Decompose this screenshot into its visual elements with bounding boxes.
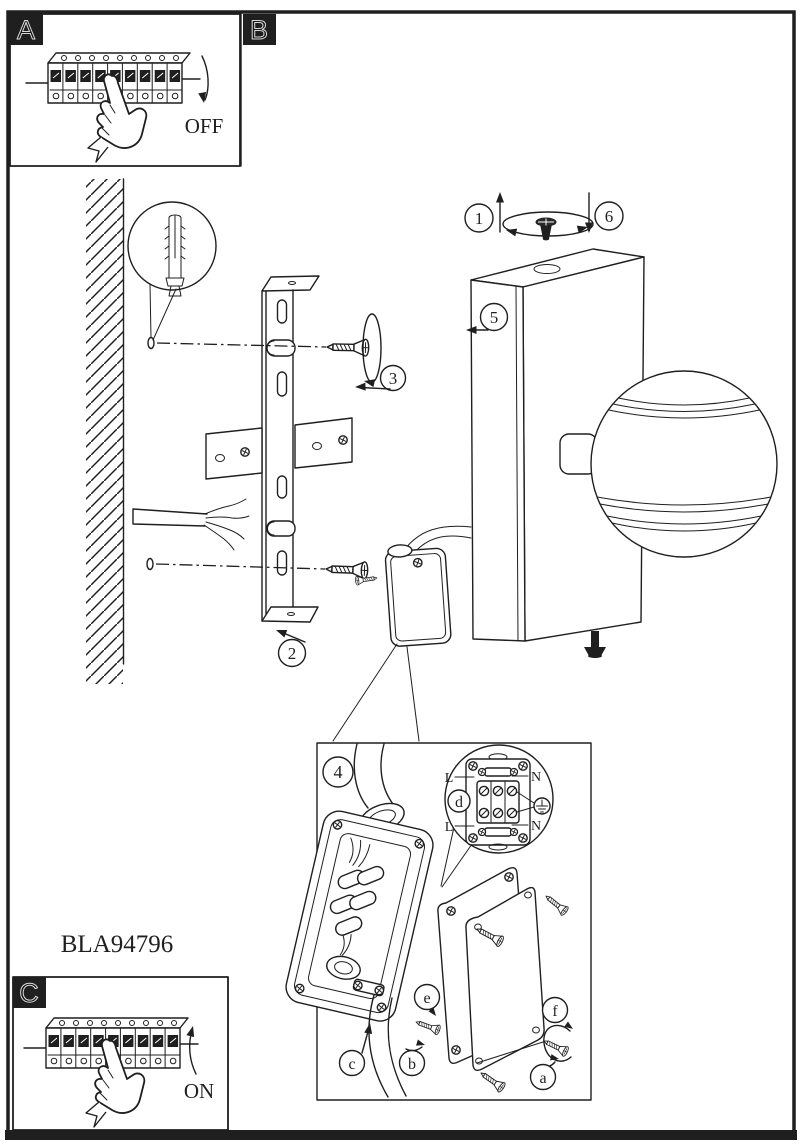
on-caption: ON <box>184 1079 214 1103</box>
wall-hatching <box>86 179 123 684</box>
substep-b: b <box>408 1056 416 1073</box>
top-screw-steps: 1 6 <box>464 192 624 241</box>
detail-leader-lines <box>332 643 420 742</box>
step-5-badge <box>479 302 509 332</box>
switch-off-arrow <box>201 55 209 101</box>
panel-c-tab <box>13 977 46 1008</box>
substep-e: e <box>423 990 430 1007</box>
countersunk-screw-top-view <box>535 217 557 241</box>
substep-a: a <box>539 1070 546 1087</box>
panel-c-power-on: C ON <box>12 976 229 1131</box>
panel-a-power-off: A OFF <box>9 13 241 167</box>
mounting-screw-bottom <box>155 559 369 580</box>
page-bottom-edge <box>5 1130 797 1140</box>
lamp-cable <box>404 525 472 554</box>
junction-box-closed <box>332 525 472 742</box>
step-2: 2 <box>288 644 297 663</box>
panel-b-label: B <box>250 15 268 45</box>
panel-a-tab <box>10 14 43 45</box>
terminal-label-N-bottom: N <box>531 819 541 834</box>
step-1: 1 <box>475 209 484 228</box>
terminal-screws <box>478 785 518 819</box>
model-number: BLA94796 <box>61 931 174 958</box>
magnifier-tail <box>149 283 177 341</box>
substep-d: d <box>455 794 463 811</box>
step-6-badge <box>594 201 624 231</box>
panel-a-label: A <box>17 15 35 45</box>
off-caption: OFF <box>185 114 224 138</box>
step-1-badge <box>464 203 494 233</box>
step-2-marker: 2 <box>274 626 307 668</box>
step-2-badge <box>277 638 307 668</box>
terminal-label-N-top: N <box>531 770 541 785</box>
step-6: 6 <box>605 207 614 226</box>
bracket-keyhole-slots <box>266 339 296 537</box>
terminal-block-detail: L N L N d <box>440 744 554 888</box>
screw-rotation-arrow-icon <box>543 1024 572 1062</box>
wall-hole-bottom <box>146 557 154 571</box>
mains-cable <box>132 498 250 551</box>
step-3: 3 <box>389 369 398 388</box>
terminal-sleeves <box>329 865 385 936</box>
earth-ground-icon <box>533 797 551 815</box>
lamp-top-screw-hole <box>533 264 561 274</box>
bracket-cross-plate-left <box>205 427 263 480</box>
mounting-bracket <box>205 275 353 623</box>
terminal-label-L-bottom: L <box>445 820 454 835</box>
step-4: 4 <box>334 762 343 782</box>
substep-f: f <box>552 1003 558 1020</box>
wall-anchor-detail <box>127 201 217 341</box>
detail-cable <box>353 743 394 809</box>
magnifier-tail <box>440 826 473 888</box>
wiring-detail-box: 4 <box>285 742 592 1101</box>
cable-clamp-bottom <box>484 827 512 837</box>
wall-section <box>86 178 155 684</box>
panel-c-label: C <box>19 978 39 1008</box>
sphere-diffuser <box>559 370 778 558</box>
step-5: 5 <box>490 308 499 327</box>
substep-markers: e c b f a <box>338 983 575 1091</box>
panel-b-main: B <box>240 13 276 167</box>
substep-c: c <box>348 1056 355 1073</box>
step-3-badge <box>379 364 407 392</box>
cable-tail <box>368 994 407 1098</box>
lamp-bottom-screw <box>584 631 606 658</box>
screw-pointer-line <box>476 1041 544 1064</box>
cable-clamp-top <box>484 767 512 777</box>
step-4-badge <box>322 756 354 788</box>
junction-box-open <box>285 810 434 1022</box>
terminal-label-L-top: L <box>445 771 454 786</box>
substep-d-badge <box>447 789 471 813</box>
wires-lower <box>339 934 352 956</box>
mounting-screw-top: 3 <box>156 313 407 392</box>
panel-b-tab <box>243 14 276 45</box>
bracket-cross-plate-right <box>294 417 353 469</box>
wires <box>348 837 371 868</box>
wall-plug-anchor-icon <box>164 214 186 297</box>
